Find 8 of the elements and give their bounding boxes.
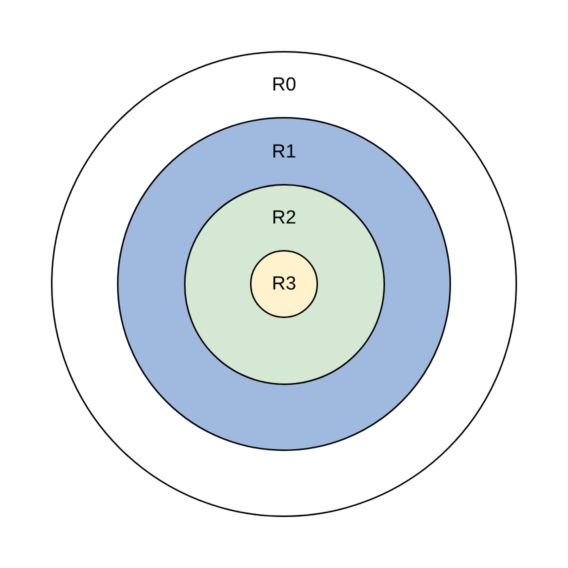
region-label: R0 <box>272 76 296 94</box>
circle-region <box>250 250 318 318</box>
region-label: R3 <box>272 274 296 294</box>
circle-region <box>117 117 451 451</box>
region-label: R1 <box>272 142 296 162</box>
circle-region <box>184 184 384 384</box>
circle-region <box>51 51 517 517</box>
region-label: R2 <box>272 208 296 227</box>
